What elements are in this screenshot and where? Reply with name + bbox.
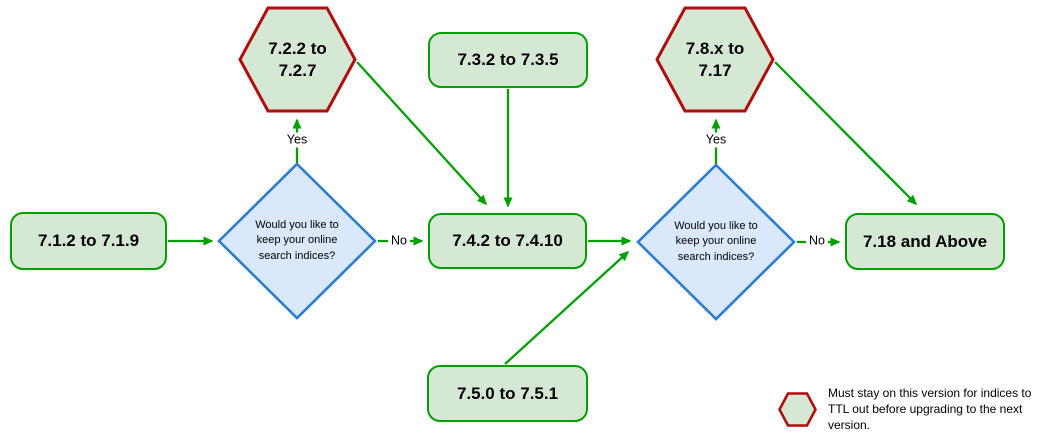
node-label: 7.8.x to 7.17: [685, 39, 745, 80]
node-label: Would you like to keep your online searc…: [255, 218, 339, 262]
node-label: 7.3.2 to 7.3.5: [457, 50, 559, 70]
hexagon-shape: [238, 6, 357, 113]
arrow-hex722-to-742: [356, 61, 488, 206]
node-label: 7.5.0 to 7.5.1: [456, 383, 559, 403]
arrow-hex78x-to-718: [774, 61, 918, 206]
node-box-7-1-2-to-7-1-9: 7.1.2 to 7.1.9: [10, 212, 167, 270]
node-decision-keep-indices-1: Would you like to keep your online searc…: [217, 162, 377, 320]
node-label: 7.2.2 to 7.2.7: [268, 39, 327, 80]
node-label: 7.18 and Above: [862, 231, 988, 251]
diamond-shape: [636, 163, 796, 321]
node-box-7-5-0-to-7-5-1: 7.5.0 to 7.5.1: [427, 365, 588, 422]
edge-label-yes-1: Yes: [283, 132, 311, 148]
node-hexagon-7-2-2-to-7-2-7: 7.2.2 to 7.2.7: [238, 6, 357, 113]
edge-label-yes-2: Yes: [702, 132, 730, 148]
hexagon-shape: [655, 6, 775, 113]
edge-label-no-2: No: [806, 233, 828, 249]
node-box-7-18-and-above: 7.18 and Above: [845, 213, 1005, 270]
arrow-750-to-decision2: [504, 250, 630, 365]
node-box-7-4-2-to-7-4-10: 7.4.2 to 7.4.10: [428, 213, 587, 269]
legend-text: Must stay on this version for indices to…: [828, 386, 1032, 432]
node-label: 7.1.2 to 7.1.9: [37, 231, 140, 251]
legend-hexagon-icon: [778, 392, 817, 427]
diamond-shape: [217, 162, 377, 320]
node-label: 7.4.2 to 7.4.10: [452, 231, 563, 251]
node-label: Would you like to keep your online searc…: [674, 219, 758, 263]
node-box-7-3-2-to-7-3-5: 7.3.2 to 7.3.5: [428, 32, 588, 88]
node-decision-keep-indices-2: Would you like to keep your online searc…: [636, 163, 796, 321]
node-hexagon-7-8-x-to-7-17: 7.8.x to 7.17: [655, 6, 775, 113]
edge-label-no-1: No: [388, 233, 410, 249]
